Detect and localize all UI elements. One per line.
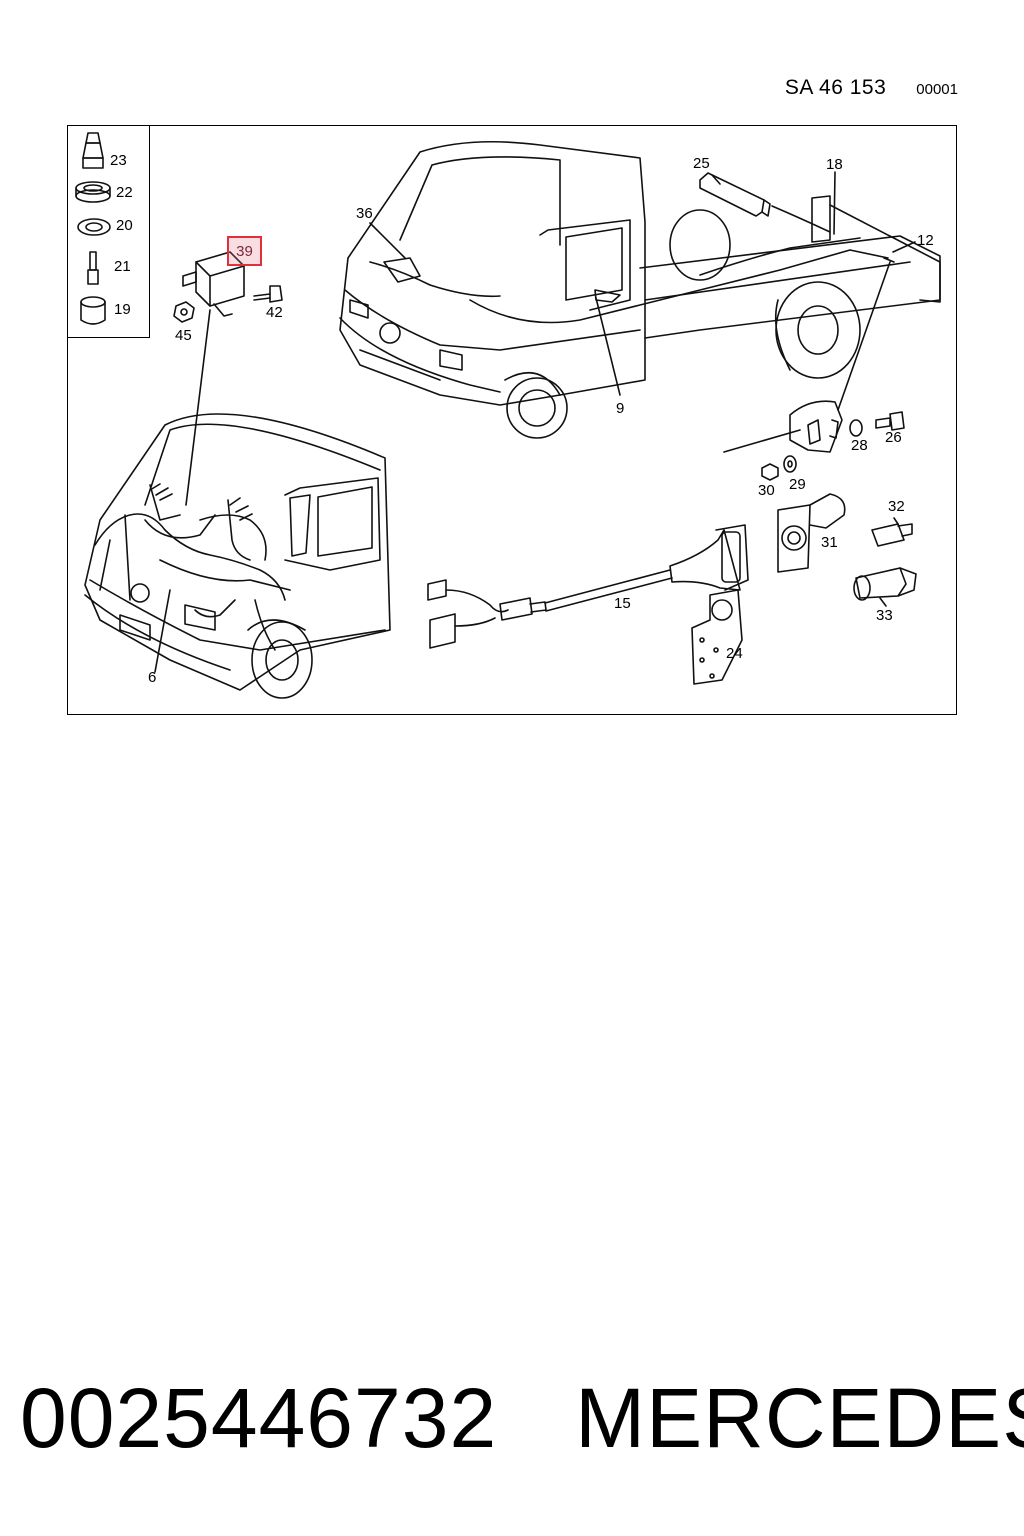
callout-22: 22 [116, 184, 133, 201]
nut-icon [173, 301, 195, 323]
callout-32: 32 [888, 498, 905, 515]
callout-36: 36 [356, 205, 373, 222]
diagram-frame [67, 125, 957, 715]
callout-26: 26 [885, 429, 902, 446]
callout-28: 28 [851, 437, 868, 454]
sheet-header: SA 46 153 00001 [785, 76, 958, 106]
callout-19: 19 [114, 301, 131, 318]
relay-module-icon [182, 251, 245, 317]
callout-15: 15 [614, 595, 631, 612]
sheet-number: 00001 [916, 81, 958, 98]
cable-connector-drawing [427, 524, 749, 649]
callout-23: 23 [110, 152, 127, 169]
screw-icon [253, 285, 283, 303]
callout-30: 30 [758, 482, 775, 499]
callout-9: 9 [616, 400, 625, 417]
bracket-24-drawing [691, 589, 743, 685]
highlighted-part-label[interactable]: 39 [227, 236, 262, 266]
callout-6: 6 [148, 669, 157, 686]
callout-33: 33 [876, 607, 893, 624]
callout-20: 20 [116, 217, 133, 234]
callout-24: 24 [726, 645, 743, 662]
part-number: 0025446732 [20, 1370, 498, 1465]
callout-18: 18 [826, 156, 843, 173]
pin-icon [87, 251, 99, 285]
callout-21: 21 [114, 258, 131, 275]
small-parts-legend [67, 125, 150, 338]
bushing-icon [82, 132, 104, 169]
cab-truck-drawing [84, 413, 391, 699]
callout-29: 29 [789, 476, 806, 493]
chassis-truck-drawing [339, 140, 941, 439]
socket-assembly-drawing [723, 400, 917, 601]
callout-42: 42 [266, 304, 283, 321]
product-footer: 0025446732 MERCEDES [20, 1368, 1024, 1468]
seal-ring-icon [77, 218, 111, 236]
sleeve-icon [80, 296, 106, 325]
bearing-icon [75, 181, 111, 203]
sheet-code: SA 46 153 [784, 76, 887, 99]
callout-25: 25 [693, 155, 710, 172]
exploded-view-drawing [75, 132, 941, 699]
callout-12: 12 [917, 232, 934, 249]
callout-45: 45 [175, 327, 192, 344]
brand-name: MERCEDES [575, 1370, 1024, 1465]
callout-31: 31 [821, 534, 838, 551]
